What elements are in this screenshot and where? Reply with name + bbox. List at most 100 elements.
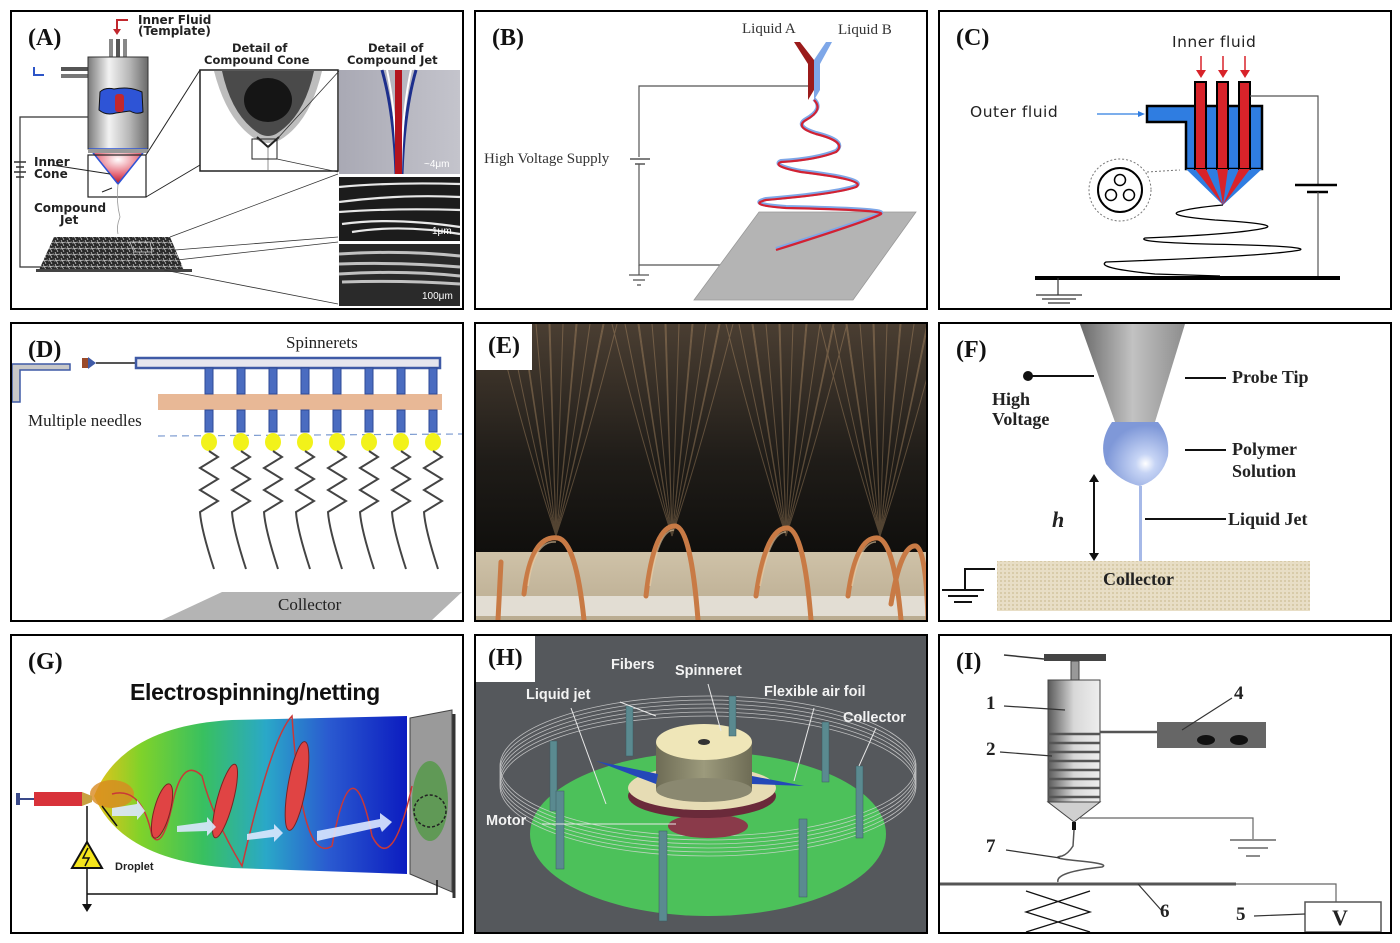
needle <box>198 367 220 570</box>
fiber-streak <box>879 324 915 537</box>
label-title-electrospinning-netting: Electrospinning/netting <box>130 679 380 705</box>
flow-arrows <box>112 800 392 842</box>
panel-label-e: (E) <box>476 324 532 370</box>
label-high-voltage-supply: High Voltage Supply <box>484 151 610 167</box>
fiber-streak <box>535 324 557 537</box>
panel-f-diagram <box>942 324 1310 611</box>
panel-label-g: (G) <box>28 649 63 675</box>
label-v: V <box>1332 905 1348 930</box>
panel-d-multi-needle-electrospinning: (D) Spinnerets Multiple needles Collecto… <box>10 322 464 622</box>
fiber-streak <box>879 379 926 537</box>
panel-c-multi-channel-electrospinning: (C) <box>938 10 1392 310</box>
label-detail-jet-2: Compound Jet <box>347 53 438 67</box>
panel-e-needleless-coil-photo: (E) <box>474 322 928 622</box>
label-1-syringe: 1 <box>986 693 996 714</box>
inner-needles <box>1194 81 1251 170</box>
plunger-handle <box>1044 654 1106 661</box>
fiber-streak <box>819 324 881 537</box>
temperature-controller <box>1157 722 1266 748</box>
nozzle-liquid-a <box>794 42 814 100</box>
needle-support-plate <box>158 394 442 410</box>
label-liquid-b: Liquid B <box>838 22 892 38</box>
label-2-heater: 2 <box>986 739 996 760</box>
panel-f-single-nozzle-electrospinning: (F) Probe Tip High <box>938 322 1392 622</box>
fiber-streak <box>555 324 564 537</box>
fiber-streak <box>548 324 557 537</box>
label-collector: Collector <box>278 595 342 614</box>
cross-section-icon <box>1097 167 1143 213</box>
polymer-droplet <box>1103 422 1169 486</box>
label-liquid-a: Liquid A <box>742 21 796 37</box>
fiber-streak <box>752 324 787 537</box>
fiber-streak <box>671 324 680 537</box>
label-detail-jet-1: Detail of <box>368 41 424 55</box>
label-inner-fluid: Inner fluid <box>1172 33 1257 51</box>
inner-fluid-arrow <box>116 19 128 30</box>
fiber-streak <box>555 324 591 537</box>
inner-fluid-arrows <box>1196 56 1250 78</box>
label-flexible-air-foil: Flexible air foil <box>764 684 866 700</box>
fiber-streak <box>845 324 881 537</box>
panel-label-f: (F) <box>956 337 987 363</box>
panel-i-syringe-electrospinning-setup: (I) <box>938 634 1392 934</box>
fiber-streak <box>624 324 673 537</box>
label-inner-cone-1: Inner <box>34 155 70 169</box>
panel-b-diagram <box>629 42 917 301</box>
liquid-jet <box>1139 486 1142 561</box>
fiber-streak <box>765 324 787 537</box>
label-spinneret: Spinneret <box>675 663 742 679</box>
fiber-streak <box>785 324 848 537</box>
jet-segments <box>150 741 310 839</box>
whipping-jet <box>111 714 413 868</box>
label-compound-jet-1: Compound <box>34 201 107 215</box>
label-6-collector: 6 <box>1160 901 1170 922</box>
probe-tip <box>1080 324 1185 422</box>
fiber-streak <box>671 324 721 537</box>
fiber-streak <box>651 324 673 537</box>
scale-bar-label-3: 100μm <box>422 291 453 302</box>
label-solution: Solution <box>1232 461 1297 481</box>
syringe-barrel <box>1047 679 1101 803</box>
panel-label-c: (C) <box>956 25 990 51</box>
fiber-streak <box>879 324 902 537</box>
collector-mat <box>997 561 1310 611</box>
label-detail-cone-1: Detail of <box>232 41 288 55</box>
panel-c-diagram <box>1035 56 1340 304</box>
needle <box>294 367 316 570</box>
needle-array <box>198 367 444 570</box>
air-foil-right <box>752 776 804 786</box>
needle <box>230 367 252 570</box>
panel-h-centrifugal-spinning: (H) <box>474 634 928 934</box>
label-collector: Collector <box>1103 569 1174 589</box>
fiber-streak <box>555 324 577 537</box>
lift-stand <box>1023 890 1093 932</box>
label-compound-jet-2: Jet <box>60 213 79 227</box>
fiber-streak <box>671 324 694 537</box>
fiber-streak <box>873 324 881 537</box>
fiber-streak <box>671 324 720 537</box>
fiber-streak <box>785 324 807 537</box>
heating-coil <box>1048 732 1100 799</box>
fiber-streaks <box>495 324 926 537</box>
copper-coil <box>495 523 926 620</box>
needle <box>358 367 380 570</box>
label-multiple-needles: Multiple needles <box>28 411 142 430</box>
panel-g-diagram <box>16 709 456 912</box>
panel-a-diagram <box>14 19 461 306</box>
scale-bar-label-2: 1μm <box>432 226 452 237</box>
needle <box>326 367 348 570</box>
panel-d-diagram <box>12 356 462 620</box>
collector-plate <box>693 211 917 301</box>
bicomponent-jet <box>758 99 883 252</box>
label-fibers: Fibers <box>611 657 655 673</box>
label-voltage: Voltage <box>992 409 1050 429</box>
label-collector: Collector <box>843 710 906 726</box>
panel-label-h: (H) <box>476 636 535 682</box>
needle <box>390 367 412 570</box>
fiber-streak <box>785 324 821 537</box>
fiber-streak <box>785 324 794 537</box>
panel-h-diagram <box>499 683 917 922</box>
panel-label-i: (I) <box>956 649 982 675</box>
fiber-streak <box>859 324 881 537</box>
label-probe-tip: Probe Tip <box>1232 367 1309 387</box>
